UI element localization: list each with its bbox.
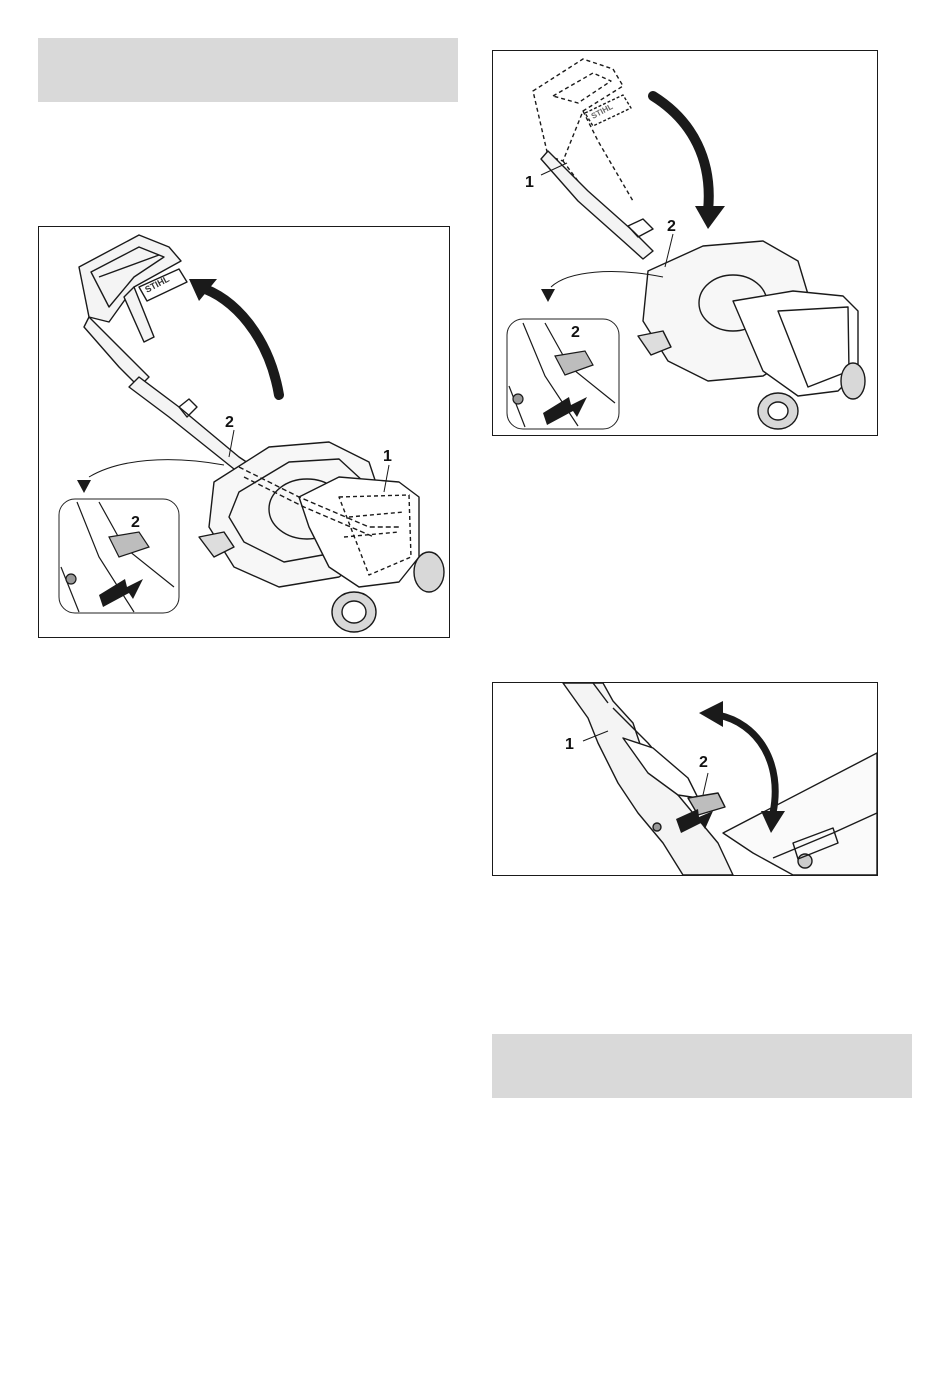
figure-handle-lever-closeup-illustration: [493, 683, 877, 875]
section-heading-bar-left: [38, 38, 458, 102]
figure-raise-handle: STIHL 2 1 2: [38, 226, 450, 638]
figure-raise-handle-illustration: STIHL: [39, 227, 449, 637]
figure-lower-handle: STIHL 2 1 2: [492, 50, 878, 436]
figure-handle-lever-closeup: 1 2: [492, 682, 878, 876]
svg-text:STIHL: STIHL: [590, 102, 615, 121]
section-heading-bar-right: [492, 1034, 912, 1098]
figure-lower-handle-illustration: STIHL: [493, 51, 877, 435]
